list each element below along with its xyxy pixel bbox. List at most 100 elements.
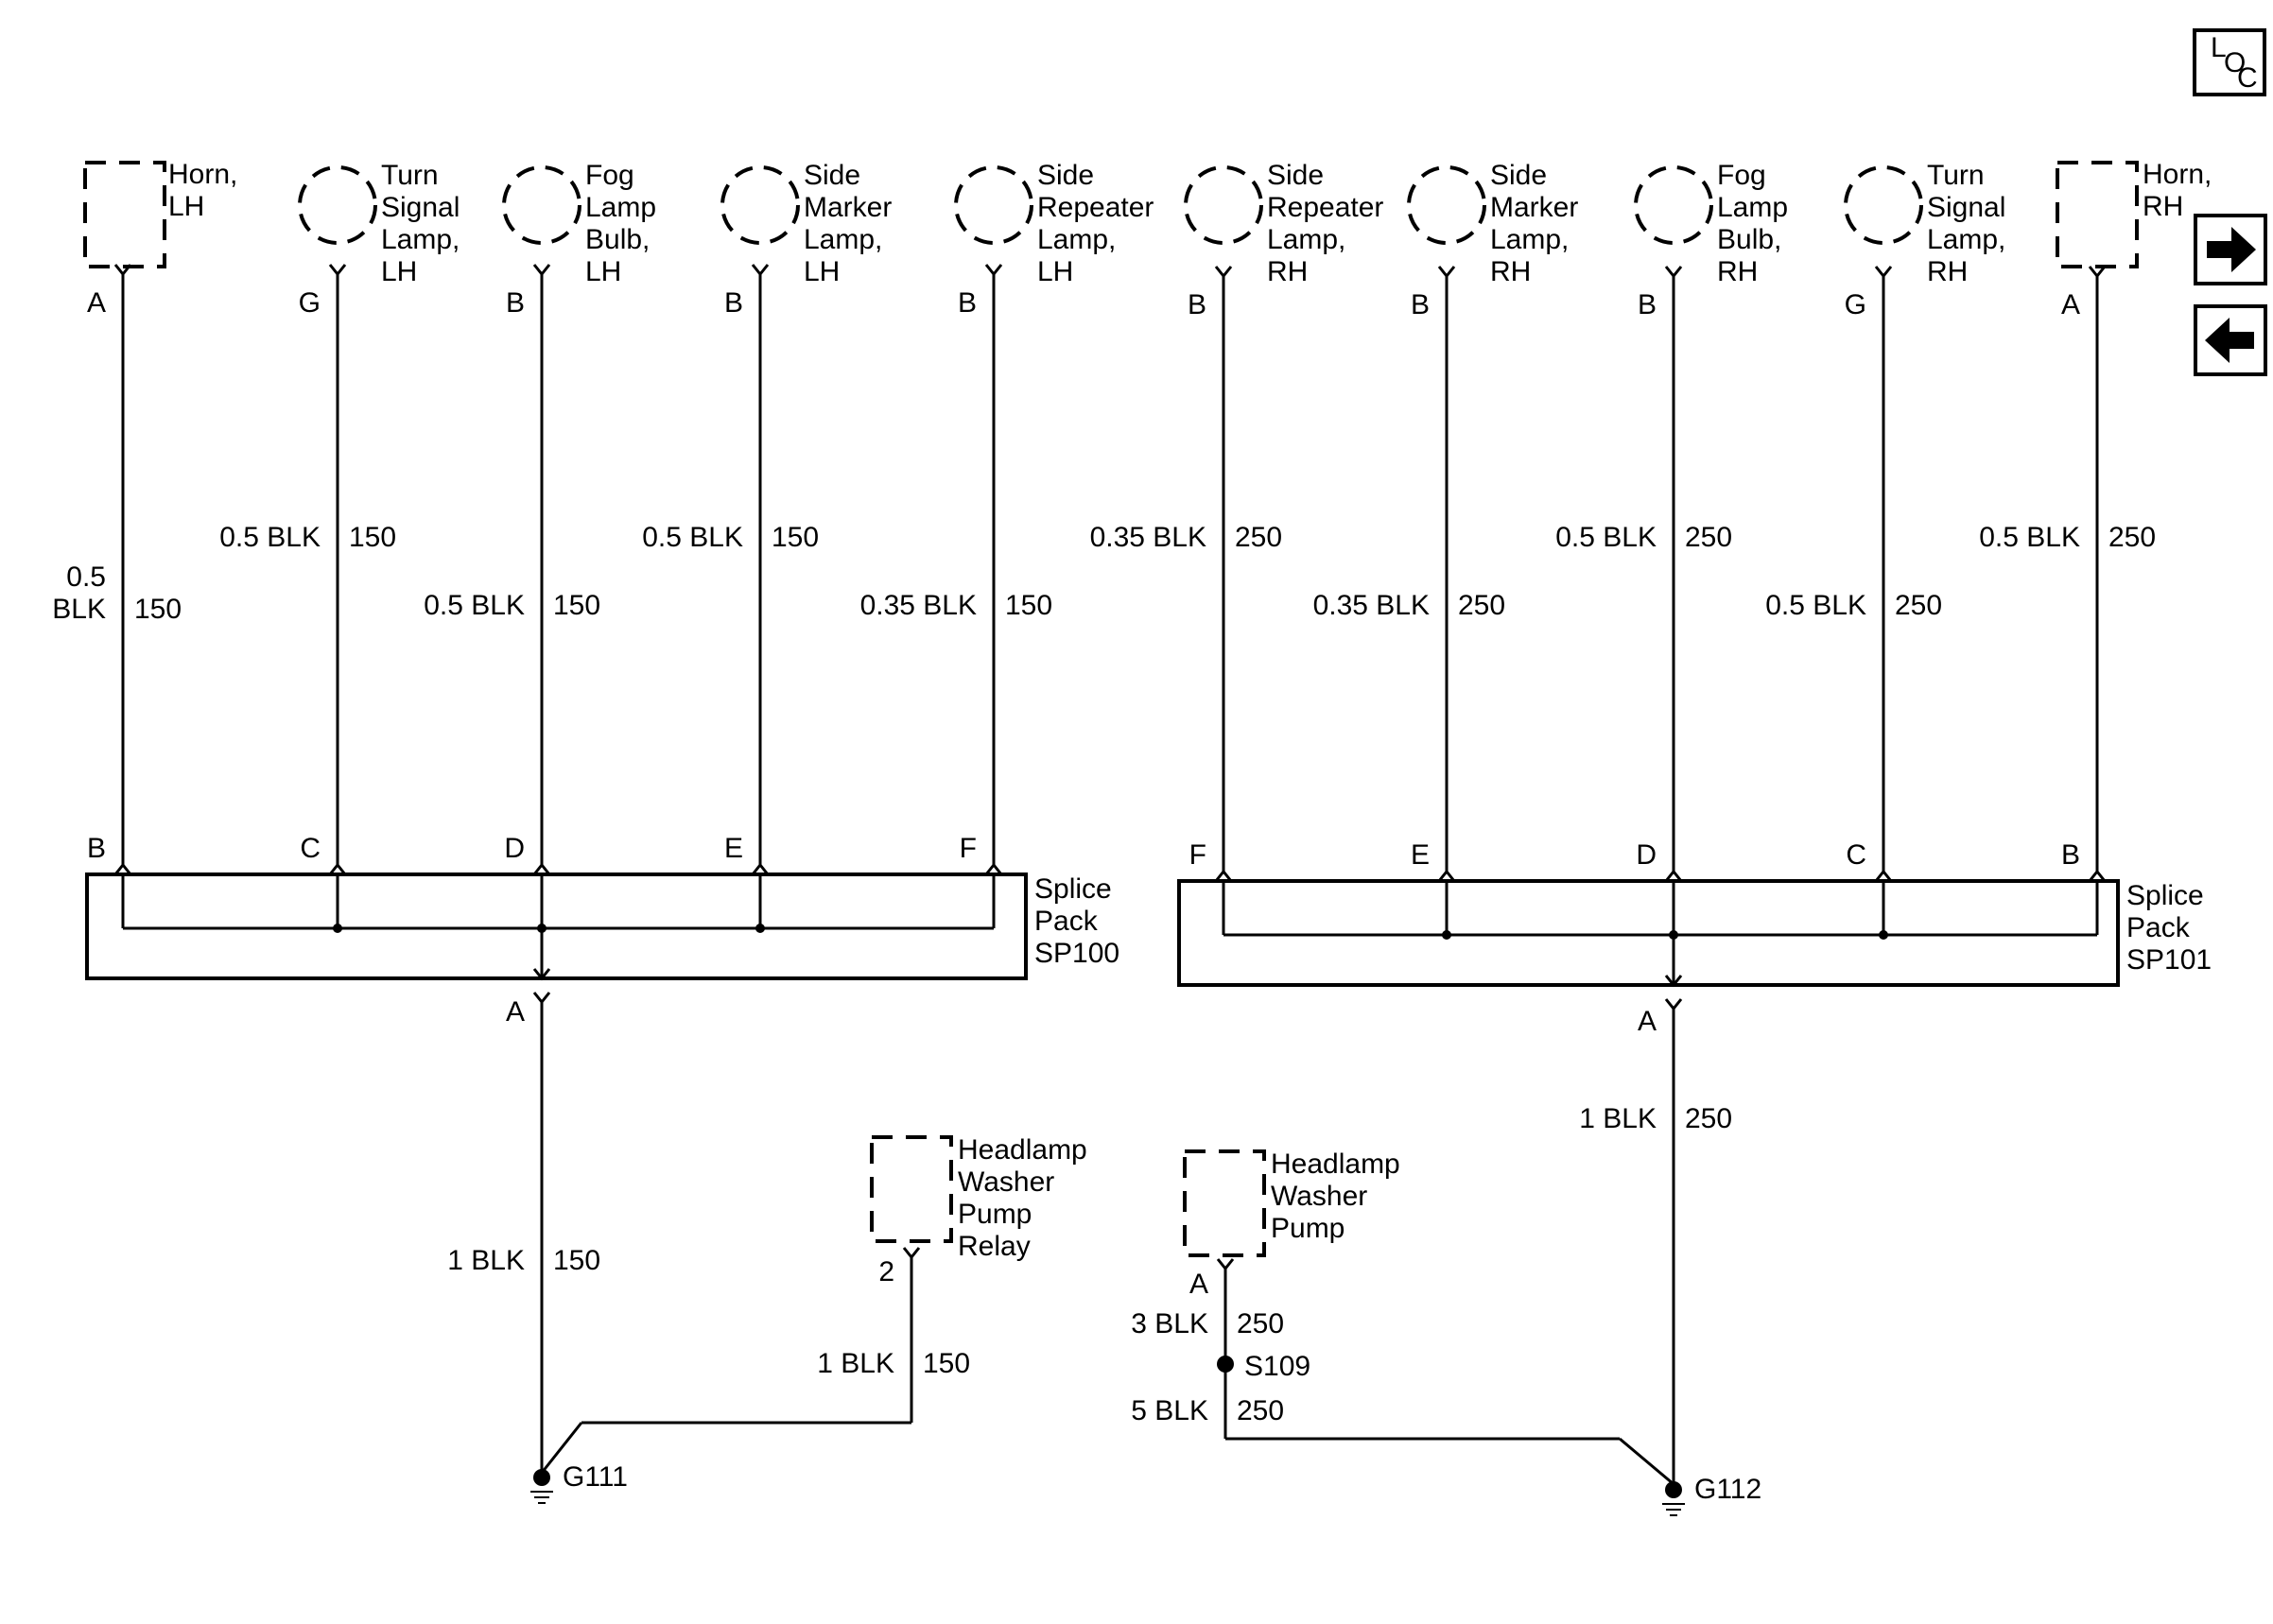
horn-rh-circuit-label: 250 [2108,522,2156,553]
side-repeater-lamp-lh-wire-gauge-label: 0.35 BLK [860,590,977,621]
washer-pump-label: Washer [1271,1181,1367,1212]
pump-ground-wire [1619,1437,1674,1486]
side-marker-lamp-lh-pin-connector [751,264,770,277]
splice-pack-sp100-label: Pack [1034,906,1099,937]
washer-relay-pin-connector [902,1247,921,1260]
side-repeater-lamp-lh-pin-label: B [958,287,977,319]
horn-rh-label: Horn, [2143,159,2212,190]
turn-signal-lamp-rh-pin-connector [1874,266,1893,279]
fog-lamp-bulb-rh-label: Bulb, [1717,224,1781,255]
splice-circuit: 250 [1237,1395,1284,1426]
ground-g112-dot [1665,1481,1682,1498]
loc-box[interactable] [2193,28,2266,96]
fog-lamp-bulb-lh-label: Bulb, [585,224,650,255]
turn-signal-lamp-rh-pin-label: G [1845,289,1866,320]
horn-lh-label: LH [168,191,204,222]
splice-wire-gauge: 5 BLK [1131,1395,1208,1426]
turn-signal-lamp-rh-label: Lamp, [1927,224,2005,255]
fog-lamp-bulb-rh-label: Lamp [1717,192,1788,223]
sp101-ground-circuit: 250 [1685,1103,1732,1134]
side-repeater-lamp-rh-label: Repeater [1267,192,1383,223]
fog-lamp-bulb-lh-wire-gauge-label: 0.5 BLK [424,590,525,621]
side-repeater-lamp-lh-label: LH [1037,256,1073,287]
arrow-right-icon [2207,227,2256,272]
loc-letter: O [2224,47,2246,78]
side-repeater-lamp-lh-circuit-label: 150 [1005,590,1052,621]
pump-circuit: 250 [1237,1308,1284,1339]
ground-g112-label: G112 [1694,1474,1761,1505]
side-repeater-lamp-rh-wire-gauge-label: 0.35 BLK [1090,522,1206,553]
side-repeater-lamp-lh-label: Lamp, [1037,224,1116,255]
horn-lh-circuit-label: 150 [134,594,182,625]
splice-pack-sp101-label: Pack [2126,912,2191,943]
side-repeater-lamp-rh-label: RH [1267,256,1308,287]
sp101-junction-dot [1442,930,1451,940]
loc-letter: C [2237,62,2258,94]
horn-lh-splice-connector [113,862,132,875]
fog-lamp-bulb-lh-label: LH [585,256,621,287]
splice-s109-dot [1217,1356,1234,1373]
next-page-button[interactable] [2194,214,2267,285]
fog-lamp-bulb-rh-splice-pin-label: D [1636,839,1657,871]
sp101-junction-dot [1879,930,1888,940]
side-repeater-lamp-lh-label: Repeater [1037,192,1154,223]
side-repeater-lamp-rh-circuit-label: 250 [1235,522,1282,553]
side-repeater-lamp-lh-splice-connector [984,862,1003,875]
side-marker-lamp-lh-pin-label: B [724,287,743,319]
side-marker-lamp-rh-label: Lamp, [1490,224,1569,255]
fog-lamp-bulb-rh-label: Fog [1717,160,1766,191]
side-marker-lamp-rh-circle [1407,165,1486,245]
fog-lamp-bulb-lh-pin-connector [532,264,551,277]
fog-lamp-bulb-lh-circle [502,165,581,245]
fog-lamp-bulb-lh-label: Lamp [585,192,656,223]
turn-signal-lamp-lh-label: LH [381,256,417,287]
horn-rh-splice-connector [2088,869,2107,882]
side-marker-lamp-rh-label: RH [1490,256,1531,287]
prev-page-button[interactable] [2194,304,2267,376]
sp101-output-caret [1664,975,1683,988]
horn-rh-wire-gauge-label: 0.5 BLK [1979,522,2080,553]
turn-signal-lamp-rh-label: Turn [1927,160,1985,191]
side-marker-lamp-rh-splice-connector [1437,869,1456,882]
side-marker-lamp-lh-label: Marker [804,192,892,223]
washer-pump-pin-label: A [1189,1269,1208,1300]
side-marker-lamp-rh-label: Side [1490,160,1547,191]
splice-s109-label: S109 [1244,1351,1310,1382]
side-marker-lamp-lh-label: LH [804,256,840,287]
side-marker-lamp-rh-pin-label: B [1411,289,1430,320]
sp100-out-connector [532,992,551,1005]
horn-rh-label: RH [2143,191,2183,222]
sp100-output-caret [532,968,551,981]
fog-lamp-bulb-rh-wire-gauge-label: 0.5 BLK [1555,522,1657,553]
fog-lamp-bulb-lh-splice-pin-label: D [504,833,525,864]
horn-lh-wire-gauge-label: BLK [52,594,106,625]
sp100-junction-dot [755,924,765,933]
relay-ground-circuit: 150 [923,1348,970,1379]
turn-signal-lamp-lh-splice-pin-label: C [300,833,321,864]
loc-button[interactable]: LOC [2193,28,2266,96]
turn-signal-lamp-lh-label: Signal [381,192,460,223]
sp100-ground-wire-gauge: 1 BLK [447,1245,525,1276]
washer-pump-pin-connector [1216,1258,1235,1271]
pump-wire-gauge: 3 BLK [1131,1308,1208,1339]
turn-signal-lamp-rh-circuit-label: 250 [1895,590,1942,621]
side-marker-lamp-lh-label: Side [804,160,860,191]
sp101-out-connector [1664,998,1683,1011]
side-marker-lamp-rh-wire-gauge-label: 0.35 BLK [1313,590,1430,621]
turn-signal-lamp-rh-label: Signal [1927,192,2005,223]
turn-signal-lamp-lh-pin-label: G [299,287,321,319]
horn-rh-pin-label: A [2061,289,2080,320]
turn-signal-lamp-rh-circle [1844,165,1923,245]
sp100-out-pin-label: A [506,996,525,1028]
washer-relay-box [870,1135,953,1243]
sp101-ground-wire-gauge: 1 BLK [1579,1103,1657,1134]
horn-lh-pin-label: A [87,287,106,319]
